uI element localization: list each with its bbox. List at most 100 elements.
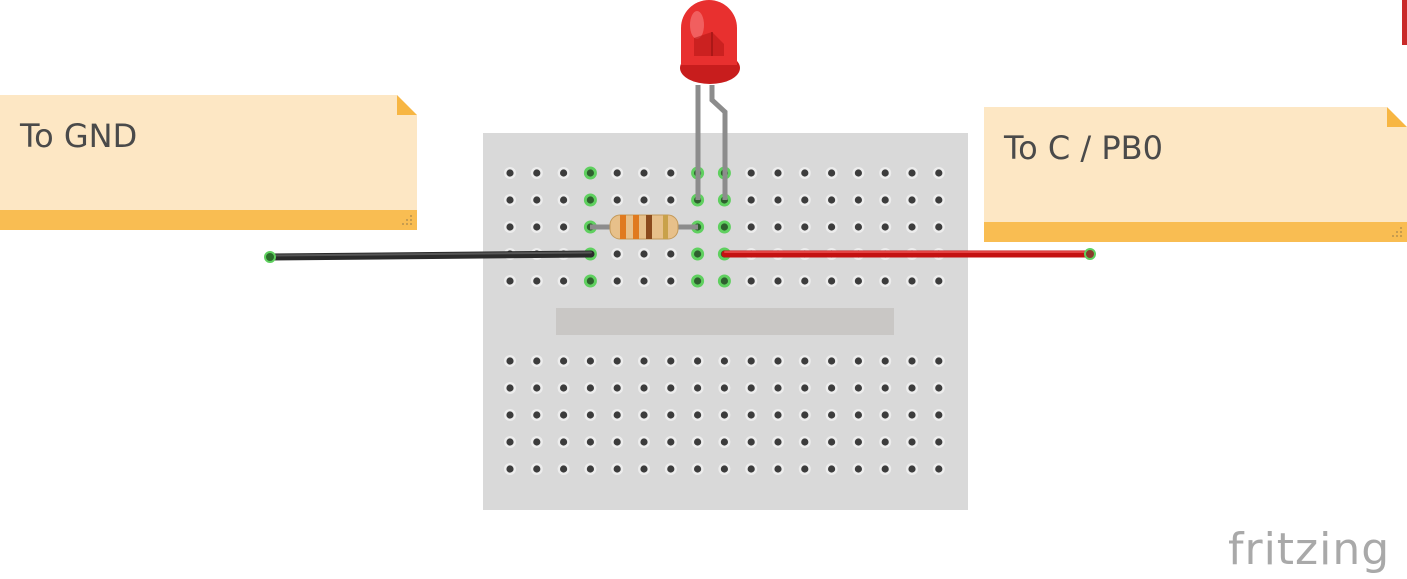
breadboard-hole[interactable] xyxy=(801,169,809,177)
breadboard-hole[interactable] xyxy=(854,277,863,285)
breadboard-hole[interactable] xyxy=(667,196,675,204)
breadboard-hole[interactable] xyxy=(506,357,514,365)
breadboard-hole[interactable] xyxy=(801,357,809,365)
breadboard-hole[interactable] xyxy=(586,465,595,473)
breadboard-hole[interactable] xyxy=(640,384,648,392)
breadboard-hole[interactable] xyxy=(533,169,541,177)
breadboard-hole[interactable] xyxy=(935,438,943,446)
breadboard-hole[interactable] xyxy=(667,250,675,258)
breadboard-hole[interactable] xyxy=(694,438,702,446)
breadboard-hole[interactable] xyxy=(908,169,916,177)
breadboard-hole[interactable] xyxy=(560,169,568,177)
breadboard-hole[interactable] xyxy=(533,277,541,285)
breadboard-hole[interactable] xyxy=(828,223,836,231)
breadboard-hole[interactable] xyxy=(854,384,863,392)
breadboard-hole[interactable] xyxy=(908,223,916,231)
breadboard-hole[interactable] xyxy=(854,357,863,365)
breadboard-hole[interactable] xyxy=(667,169,675,177)
breadboard-hole[interactable] xyxy=(747,196,755,204)
breadboard-hole[interactable] xyxy=(720,357,729,365)
breadboard-hole[interactable] xyxy=(747,357,755,365)
breadboard-hole[interactable] xyxy=(828,465,836,473)
breadboard-hole[interactable] xyxy=(881,465,889,473)
breadboard-hole[interactable] xyxy=(908,384,916,392)
breadboard-hole[interactable] xyxy=(506,196,514,204)
breadboard-hole[interactable] xyxy=(613,169,621,177)
breadboard-hole[interactable] xyxy=(720,411,729,419)
breadboard-hole[interactable] xyxy=(935,223,943,231)
breadboard-hole[interactable] xyxy=(854,169,863,177)
breadboard-hole[interactable] xyxy=(935,169,943,177)
note-to-gnd[interactable]: To GND xyxy=(0,95,417,230)
breadboard-hole[interactable] xyxy=(908,357,916,365)
breadboard-hole[interactable] xyxy=(774,169,782,177)
breadboard-hole[interactable] xyxy=(667,384,675,392)
breadboard-hole[interactable] xyxy=(720,438,729,446)
signal-wire-end[interactable] xyxy=(1084,248,1096,260)
breadboard-hole[interactable] xyxy=(854,196,863,204)
breadboard-hole[interactable] xyxy=(506,384,514,392)
breadboard-hole[interactable] xyxy=(828,438,836,446)
breadboard-hole[interactable] xyxy=(935,411,943,419)
breadboard-hole[interactable] xyxy=(694,465,702,473)
breadboard-hole[interactable] xyxy=(560,223,568,231)
breadboard-hole[interactable] xyxy=(533,223,541,231)
breadboard-hole[interactable] xyxy=(774,196,782,204)
signal-wire[interactable] xyxy=(721,248,1096,260)
breadboard-hole[interactable] xyxy=(640,411,648,419)
breadboard-hole[interactable] xyxy=(747,438,755,446)
breadboard-hole[interactable] xyxy=(694,357,702,365)
breadboard-hole[interactable] xyxy=(935,357,943,365)
breadboard-hole[interactable] xyxy=(774,438,782,446)
breadboard-hole[interactable] xyxy=(881,438,889,446)
breadboard-hole[interactable] xyxy=(720,223,729,231)
breadboard-hole[interactable] xyxy=(908,438,916,446)
breadboard-hole[interactable] xyxy=(747,169,755,177)
breadboard-hole[interactable] xyxy=(586,384,595,392)
breadboard-hole[interactable] xyxy=(881,277,889,285)
breadboard-hole[interactable] xyxy=(613,196,621,204)
breadboard-hole[interactable] xyxy=(560,438,568,446)
breadboard-hole[interactable] xyxy=(774,357,782,365)
breadboard-hole[interactable] xyxy=(506,465,514,473)
breadboard-hole[interactable] xyxy=(881,196,889,204)
breadboard-hole[interactable] xyxy=(640,277,648,285)
resize-grip-icon[interactable] xyxy=(400,213,414,227)
breadboard-hole[interactable] xyxy=(801,384,809,392)
breadboard-hole[interactable] xyxy=(881,411,889,419)
breadboard-hole[interactable] xyxy=(586,438,595,446)
breadboard-hole[interactable] xyxy=(560,196,568,204)
breadboard-hole[interactable] xyxy=(747,277,755,285)
breadboard-hole[interactable] xyxy=(828,277,836,285)
breadboard-hole[interactable] xyxy=(640,465,648,473)
breadboard-hole[interactable] xyxy=(801,411,809,419)
breadboard-hole[interactable] xyxy=(828,169,836,177)
breadboard-hole[interactable] xyxy=(881,223,889,231)
breadboard-hole[interactable] xyxy=(854,223,863,231)
breadboard-hole[interactable] xyxy=(801,465,809,473)
breadboard-hole[interactable] xyxy=(667,438,675,446)
red-led[interactable] xyxy=(680,0,740,84)
breadboard-hole[interactable] xyxy=(613,384,621,392)
breadboard-hole[interactable] xyxy=(908,196,916,204)
breadboard-hole[interactable] xyxy=(533,357,541,365)
breadboard-hole[interactable] xyxy=(586,411,595,419)
breadboard-hole[interactable] xyxy=(828,384,836,392)
breadboard-hole[interactable] xyxy=(747,411,755,419)
breadboard-hole[interactable] xyxy=(881,169,889,177)
breadboard-hole[interactable] xyxy=(506,411,514,419)
breadboard-hole[interactable] xyxy=(694,277,702,285)
breadboard-hole[interactable] xyxy=(908,411,916,419)
breadboard-hole[interactable] xyxy=(828,357,836,365)
breadboard-hole[interactable] xyxy=(694,411,702,419)
breadboard-hole[interactable] xyxy=(667,465,675,473)
breadboard-hole[interactable] xyxy=(613,277,621,285)
breadboard-hole[interactable] xyxy=(854,438,863,446)
resize-grip-icon[interactable] xyxy=(1390,225,1404,239)
breadboard-hole[interactable] xyxy=(586,277,595,285)
breadboard-hole[interactable] xyxy=(533,438,541,446)
breadboard-hole[interactable] xyxy=(935,277,943,285)
breadboard-hole[interactable] xyxy=(747,465,755,473)
breadboard-hole[interactable] xyxy=(828,411,836,419)
breadboard-hole[interactable] xyxy=(667,411,675,419)
